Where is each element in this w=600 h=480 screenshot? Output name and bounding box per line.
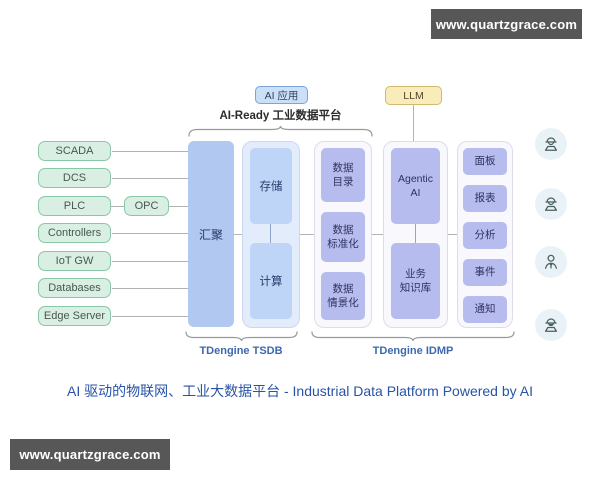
operator-icon bbox=[544, 318, 558, 332]
connector-line bbox=[448, 234, 457, 235]
source-box-iot-gw: IoT GW bbox=[38, 251, 111, 271]
connector-line bbox=[112, 233, 188, 234]
source-box-scada: SCADA bbox=[38, 141, 111, 161]
connector-line bbox=[112, 288, 188, 289]
output-panel-box: 面板 bbox=[463, 148, 507, 175]
llm-badge: LLM bbox=[385, 86, 442, 105]
idmp-underbrace bbox=[311, 331, 515, 342]
storage-compute-line bbox=[270, 224, 271, 243]
data-contextualize-box: 数据 情景化 bbox=[321, 272, 365, 320]
compute-box: 计算 bbox=[250, 243, 292, 319]
connector-line bbox=[111, 206, 124, 207]
manager-icon bbox=[544, 254, 558, 269]
source-box-plc: PLC bbox=[38, 196, 111, 216]
user-circle bbox=[535, 128, 567, 160]
platform-title: AI-Ready 工业数据平台 bbox=[219, 109, 342, 122]
user-circle bbox=[535, 188, 567, 220]
source-box-dcs: DCS bbox=[38, 168, 111, 188]
connector-line bbox=[300, 234, 314, 235]
source-box-controllers: Controllers bbox=[38, 223, 111, 243]
ai-app-badge: AI 应用 bbox=[255, 86, 308, 104]
diagram-title: AI 驱动的物联网、工业大数据平台 - Industrial Data Plat… bbox=[66, 383, 533, 399]
worker-icon bbox=[544, 197, 558, 211]
connector-line bbox=[112, 151, 188, 152]
connector-line bbox=[169, 206, 188, 207]
source-box-databases: Databases bbox=[38, 278, 111, 298]
platform-overbrace bbox=[188, 125, 373, 137]
agentic-ai-box: Agentic AI bbox=[391, 148, 440, 224]
connector-line bbox=[112, 178, 188, 179]
connector-line bbox=[112, 316, 188, 317]
agentic-knowledge-line bbox=[415, 224, 416, 243]
output-notification-box: 通知 bbox=[463, 296, 507, 323]
tsdb-underbrace bbox=[185, 331, 298, 342]
watermark-bottom: www.quartzgrace.com bbox=[10, 439, 170, 470]
storage-box: 存储 bbox=[250, 148, 292, 224]
tsdb-caption: TDengine TSDB bbox=[199, 345, 283, 357]
ingest-box: 汇聚 bbox=[188, 141, 234, 327]
connector-line bbox=[234, 234, 242, 235]
data-standardize-box: 数据 标准化 bbox=[321, 212, 365, 262]
output-report-box: 报表 bbox=[463, 185, 507, 212]
knowledge-base-box: 业务 知识库 bbox=[391, 243, 440, 319]
watermark-top: www.quartzgrace.com bbox=[431, 9, 582, 39]
connector-line bbox=[112, 261, 188, 262]
output-analysis-box: 分析 bbox=[463, 222, 507, 249]
source-box-edge-server: Edge Server bbox=[38, 306, 111, 326]
user-circle bbox=[535, 309, 567, 341]
idmp-caption: TDengine IDMP bbox=[372, 345, 454, 357]
data-catalog-box: 数据 目录 bbox=[321, 148, 365, 202]
output-event-box: 事件 bbox=[463, 259, 507, 286]
worker-icon bbox=[544, 137, 558, 151]
llm-connector-line bbox=[413, 105, 414, 141]
user-circle bbox=[535, 246, 567, 278]
opc-box: OPC bbox=[124, 196, 169, 216]
connector-line bbox=[372, 234, 383, 235]
